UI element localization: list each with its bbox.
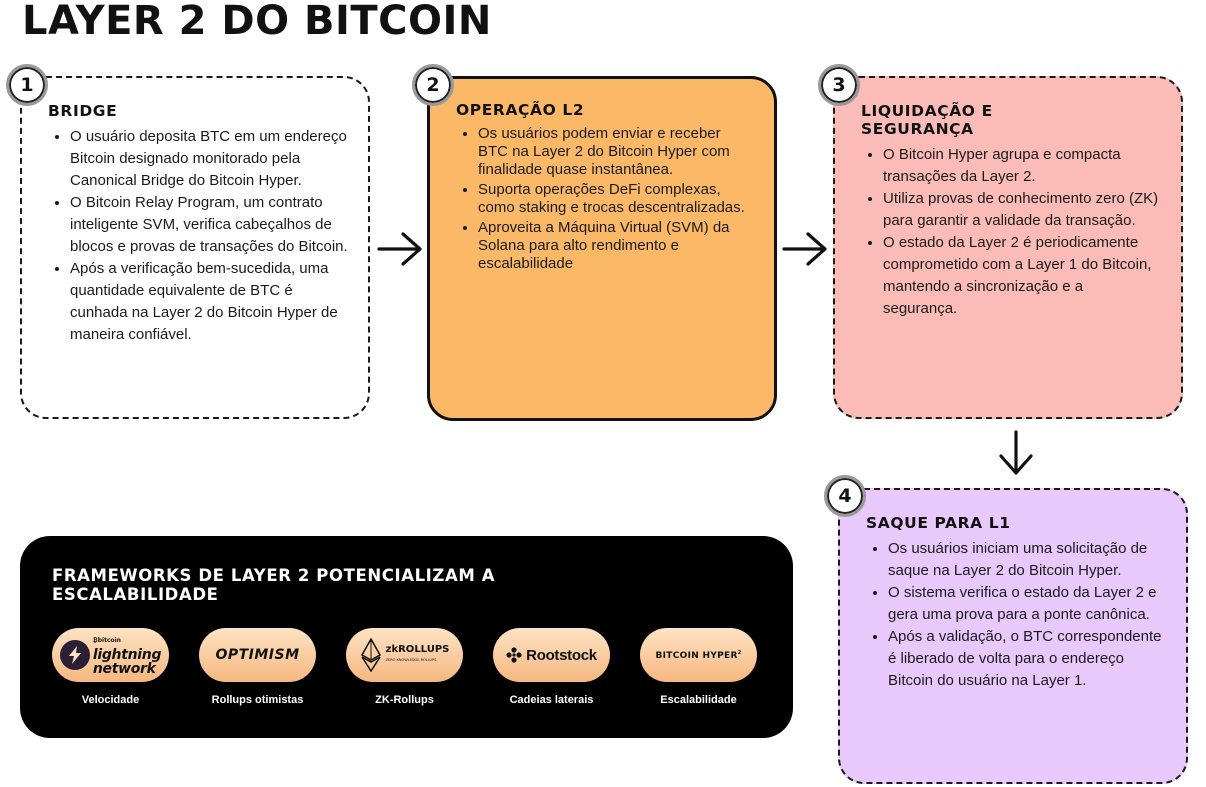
logo-text: BITCOIN HYPER (655, 650, 738, 661)
list-item: Após a validação, o BTC correspondente é… (888, 626, 1166, 692)
logo-text: network (92, 661, 156, 677)
list-item: Aproveita a Máquina Virtual (SVM) da Sol… (478, 219, 754, 273)
framework-lightning: ₿bitcoin lightning network Velocidade (52, 628, 169, 706)
logo-text: ZERO KNOWLEDGE ROLLUPS (385, 658, 437, 662)
list-item: Utiliza provas de conhecimento zero (ZK)… (883, 188, 1161, 232)
arrow-right-icon (377, 232, 422, 266)
list-item: O sistema verifica o estado da Layer 2 e… (888, 582, 1166, 626)
step-bullet-list: Os usuários iniciam uma solicitação de s… (866, 538, 1166, 692)
frameworks-panel: FRAMEWORKS DE LAYER 2 POTENCIALIZAM A ES… (20, 536, 793, 738)
frameworks-title: FRAMEWORKS DE LAYER 2 POTENCIALIZAM A ES… (52, 566, 496, 604)
logo-text: Rootstock (526, 646, 597, 664)
optimism-logo: OPTIMISM (199, 628, 316, 682)
logo-text: zkROLLUPS (385, 644, 450, 655)
step-card-operacao: OPERAÇÃO L2 Os usuários podem enviar e r… (427, 76, 777, 421)
step-bullet-list: O Bitcoin Hyper agrupa e compacta transa… (861, 144, 1161, 320)
framework-caption: Cadeias laterais (509, 694, 594, 706)
zkrollups-logo: zkROLLUPS ZERO KNOWLEDGE ROLLUPS (346, 628, 463, 682)
step-bullet-list: O usuário deposita BTC em um endereço Bi… (48, 126, 348, 346)
rootstock-logo: Rootstock (493, 628, 610, 682)
logo-text: OPTIMISM (215, 647, 300, 663)
step-title: LIQUIDAÇÃO E SEGURANÇA (861, 102, 993, 138)
framework-caption: Velocidade (81, 694, 140, 706)
step-card-bridge: BRIDGE O usuário deposita BTC em um ende… (20, 76, 370, 419)
logo-superscript: 2 (737, 649, 742, 656)
list-item: O usuário deposita BTC em um endereço Bi… (70, 126, 348, 192)
list-item: O Bitcoin Relay Program, um contrato int… (70, 192, 348, 258)
step-title: OPERAÇÃO L2 (456, 101, 585, 119)
lightning-network-logo: ₿bitcoin lightning network (52, 628, 169, 682)
ethereum-icon (360, 638, 381, 672)
step-bullet-list: Os usuários podem enviar e receber BTC n… (456, 125, 754, 273)
framework-optimism: OPTIMISM Rollups otimistas (199, 628, 316, 706)
page-title: LAYER 2 DO BITCOIN (22, 0, 492, 44)
framework-bitcoin-hyper: BITCOIN HYPER2 Escalabilidade (640, 628, 757, 706)
step-card-liquidacao: LIQUIDAÇÃO E SEGURANÇA O Bitcoin Hyper a… (833, 76, 1183, 419)
list-item: O Bitcoin Hyper agrupa e compacta transa… (883, 144, 1161, 188)
step-card-saque: SAQUE PARA L1 Os usuários iniciam uma so… (838, 488, 1188, 784)
step-number-badge: 2 (412, 64, 454, 106)
framework-caption: Rollups otimistas (211, 694, 304, 706)
list-item: Após a verificação bem-sucedida, uma qua… (70, 258, 348, 346)
logo-text: lightning (92, 647, 162, 663)
arrow-down-icon (999, 430, 1033, 475)
logo-text: ₿bitcoin (92, 637, 121, 644)
frameworks-logo-row: ₿bitcoin lightning network Velocidade OP… (52, 628, 757, 706)
step-number-badge: 3 (818, 64, 860, 106)
list-item: Os usuários podem enviar e receber BTC n… (478, 125, 754, 179)
step-number-badge: 1 (6, 64, 48, 106)
list-item: O estado da Layer 2 é periodicamente com… (883, 232, 1161, 320)
list-item: Os usuários iniciam uma solicitação de s… (888, 538, 1166, 582)
step-number-badge: 4 (824, 475, 866, 517)
rootstock-icon (506, 647, 522, 663)
step-title: SAQUE PARA L1 (866, 514, 1011, 532)
framework-caption: Escalabilidade (660, 694, 737, 706)
arrow-right-icon (782, 232, 827, 266)
lightning-bolt-icon (59, 640, 90, 670)
framework-rootstock: Rootstock Cadeias laterais (493, 628, 610, 706)
framework-zkrollups: zkROLLUPS ZERO KNOWLEDGE ROLLUPS ZK-Roll… (346, 628, 463, 706)
list-item: Suporta operações DeFi complexas, como s… (478, 181, 754, 217)
step-title: BRIDGE (48, 102, 118, 120)
framework-caption: ZK-Rollups (375, 694, 434, 706)
bitcoin-hyper-logo: BITCOIN HYPER2 (640, 628, 757, 682)
